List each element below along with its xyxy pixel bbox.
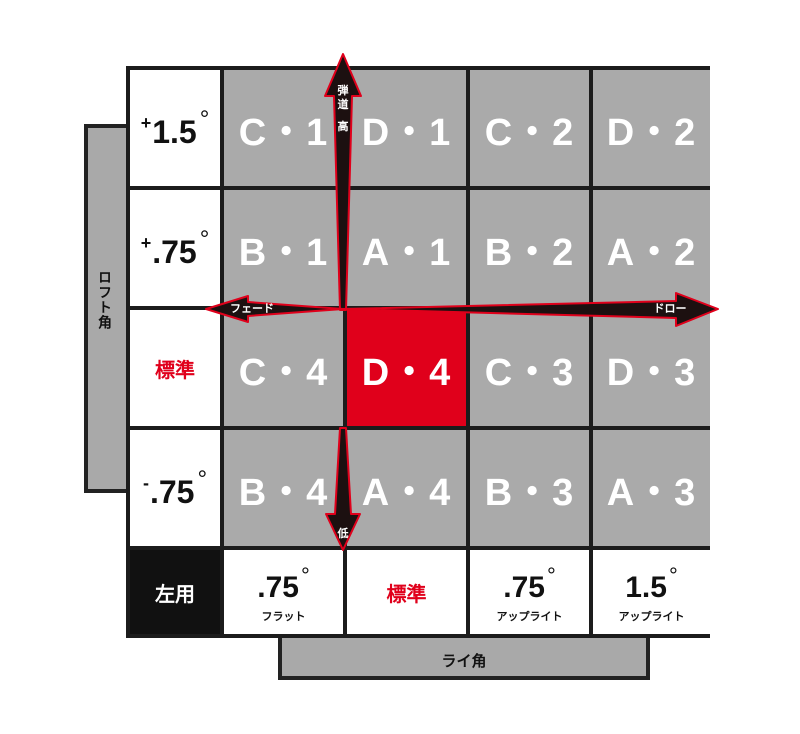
loft-row-standard: 標準 (130, 310, 220, 426)
lie-axis-bar (278, 634, 650, 680)
setting-cell[interactable]: B・2 (470, 190, 589, 306)
loft-axis-bar (84, 124, 130, 493)
setting-cell[interactable]: D・3 (593, 310, 710, 426)
loft-row-4: -.75° (130, 430, 220, 546)
arrow-left-label: フェード (230, 302, 274, 315)
setting-cell[interactable]: B・4 (224, 430, 343, 546)
setting-cell[interactable]: C・2 (470, 70, 589, 186)
setting-cell[interactable]: A・3 (593, 430, 710, 546)
setting-cell-selected[interactable]: D・4 (347, 310, 466, 426)
lie-col-upright-1: .75° アップライト (470, 550, 589, 634)
setting-cell[interactable]: A・4 (347, 430, 466, 546)
setting-cell[interactable]: C・4 (224, 310, 343, 426)
loft-axis-label: ロフト角 (96, 270, 112, 330)
setting-cell[interactable]: D・1 (347, 70, 466, 186)
setting-cell[interactable]: B・3 (470, 430, 589, 546)
loft-row-1: +1.5° (130, 70, 220, 186)
setting-cell[interactable]: C・3 (470, 310, 589, 426)
setting-cell[interactable]: A・2 (593, 190, 710, 306)
lie-col-upright-2: 1.5° アップライト (593, 550, 710, 634)
loft-row-2: +.75° (130, 190, 220, 306)
lie-col-standard: 標準 (347, 550, 466, 634)
setting-cell[interactable]: A・1 (347, 190, 466, 306)
lie-axis-label: ライ角 (441, 652, 487, 670)
lie-col-flat: .75° フラット (224, 550, 343, 634)
setting-cell[interactable]: B・1 (224, 190, 343, 306)
setting-cell[interactable]: C・1 (224, 70, 343, 186)
arrow-right-label: ドロー (653, 302, 687, 315)
arrow-down-label: 低 (337, 527, 349, 540)
setting-cell[interactable]: D・2 (593, 70, 710, 186)
adjustment-grid: +1.5° C・1 D・1 C・2 D・2 +.75° B・1 A・1 B・2 … (126, 66, 710, 638)
lefty-label: 左用 (130, 550, 220, 634)
arrow-up-label: 弾 道 高 (337, 84, 349, 133)
